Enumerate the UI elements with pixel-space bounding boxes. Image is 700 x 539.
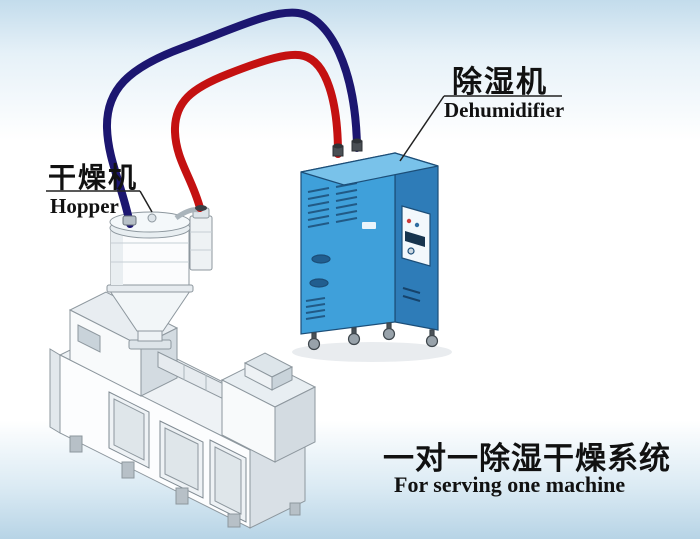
machine-foot [175, 487, 189, 505]
hopper-neck [137, 329, 163, 342]
dehumidifier-label-en: Dehumidifier [444, 98, 565, 122]
vent-grid [335, 182, 358, 223]
panel-button-red [406, 218, 412, 224]
caption-zh: 一对一除湿干燥系统 [383, 441, 671, 476]
hopper-label-en: Hopper [50, 194, 119, 218]
panel-knob [407, 247, 415, 255]
side-vent [402, 287, 421, 302]
dehumidifier-cabinet [300, 152, 439, 351]
hopper-label-zh: 干燥机 [48, 162, 139, 193]
hopper-dryer [106, 207, 213, 350]
panel-button-blue [414, 222, 420, 228]
leader-lines [46, 95, 562, 213]
cabinet-port-top [352, 138, 362, 144]
hopper-body-shade [111, 227, 123, 285]
panel-display [405, 231, 425, 247]
air-pipes [102, 8, 361, 228]
cabinet-shadow [292, 342, 452, 362]
caption-en: For serving one machine [394, 472, 626, 497]
hopper-pointer [139, 190, 153, 213]
hopper-clamp-band [106, 284, 194, 293]
lid-inlet-fitting [122, 215, 137, 226]
cabinet-port-top [333, 143, 343, 149]
machine-foot [121, 461, 135, 479]
vent-oval [311, 254, 331, 264]
loader-inlet-collar [195, 205, 207, 211]
lid-cap [147, 213, 157, 223]
dehumidifier-label-zh: 除湿机 [452, 66, 548, 99]
pipe-fittings [122, 138, 363, 226]
gearbox-vent [77, 324, 101, 353]
extruder-door-inset [113, 398, 145, 461]
vent-grid [307, 187, 330, 228]
die-head-side [274, 386, 316, 463]
machine-foot [227, 513, 241, 528]
extruder-door-inset [214, 446, 242, 515]
loader-body [189, 215, 213, 271]
extruder-machine [49, 291, 317, 529]
machine-foot [69, 435, 83, 453]
vent-grid [305, 297, 326, 320]
caster-wheels [307, 322, 439, 351]
nameplate [362, 222, 376, 229]
return-pipe-navy [102, 8, 361, 228]
clamp-side [271, 366, 293, 391]
cabinet-top-face [300, 152, 439, 186]
machine-foot [289, 502, 301, 516]
supply-pipe-red [170, 50, 342, 212]
vent-oval [309, 278, 329, 288]
extruder-left-face [49, 348, 61, 434]
extruder-door-inset [164, 427, 199, 491]
control-panel [401, 205, 431, 267]
dehumidifier-pointer [399, 95, 445, 162]
